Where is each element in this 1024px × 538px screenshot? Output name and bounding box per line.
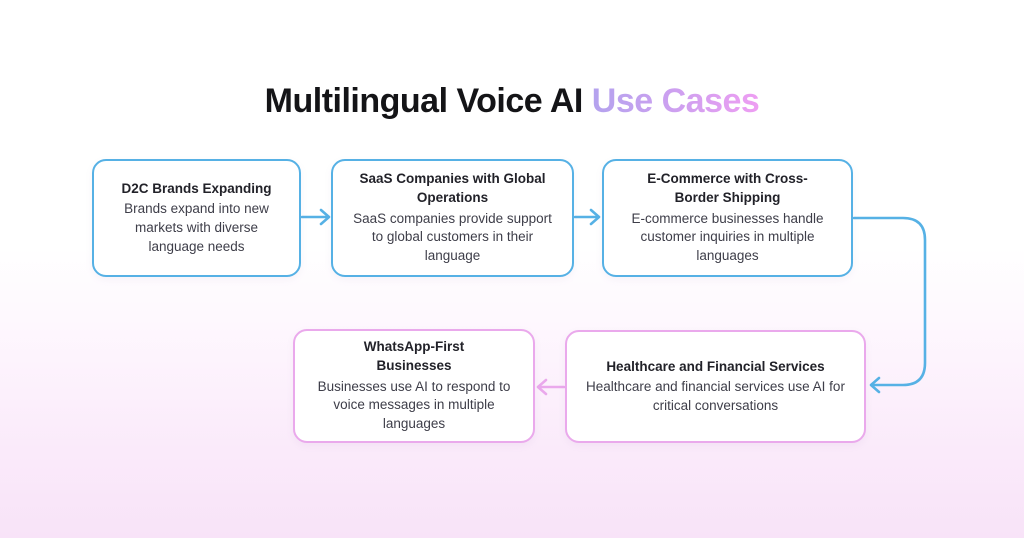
flow-box-healthcare-financial-services: Healthcare and Financial Services Health…: [565, 330, 866, 443]
flow-box-saas-companies-global-operations: SaaS Companies with Global Operations Sa…: [331, 159, 574, 277]
arrow-box5-to-box4: [536, 378, 566, 396]
box-title: E-Commerce with Cross-Border Shipping: [647, 171, 808, 206]
box-title: D2C Brands Expanding: [121, 180, 272, 196]
page-title: Multilingual Voice AI Use Cases: [0, 82, 1024, 121]
box-body: Healthcare and financial services use AI…: [586, 379, 845, 413]
box-title: SaaS Companies with Global Operations: [359, 171, 546, 206]
box-body: Brands expand into new markets with dive…: [124, 201, 269, 254]
box-title: WhatsApp-First Businesses: [363, 339, 465, 374]
box-title: Healthcare and Financial Services: [606, 358, 825, 374]
box-body: SaaS companies provide support to global…: [353, 210, 552, 263]
arrow-box2-to-box3: [573, 208, 601, 226]
arrow-box1-to-box2: [300, 208, 331, 226]
page-title-black: Multilingual Voice AI: [264, 82, 584, 120]
flow-box-whatsapp-first-businesses: WhatsApp-First Businesses Businesses use…: [293, 329, 535, 443]
page-title-gradient: Use Cases: [582, 82, 760, 120]
box-body: E-commerce businesses handle customer in…: [631, 210, 824, 263]
box-body: Businesses use AI to respond to voice me…: [317, 378, 511, 431]
flow-box-ecommerce-cross-border-shipping: E-Commerce with Cross-Border Shipping E-…: [602, 159, 853, 277]
flow-box-d2c-brands-expanding: D2C Brands Expanding Brands expand into …: [92, 159, 301, 277]
